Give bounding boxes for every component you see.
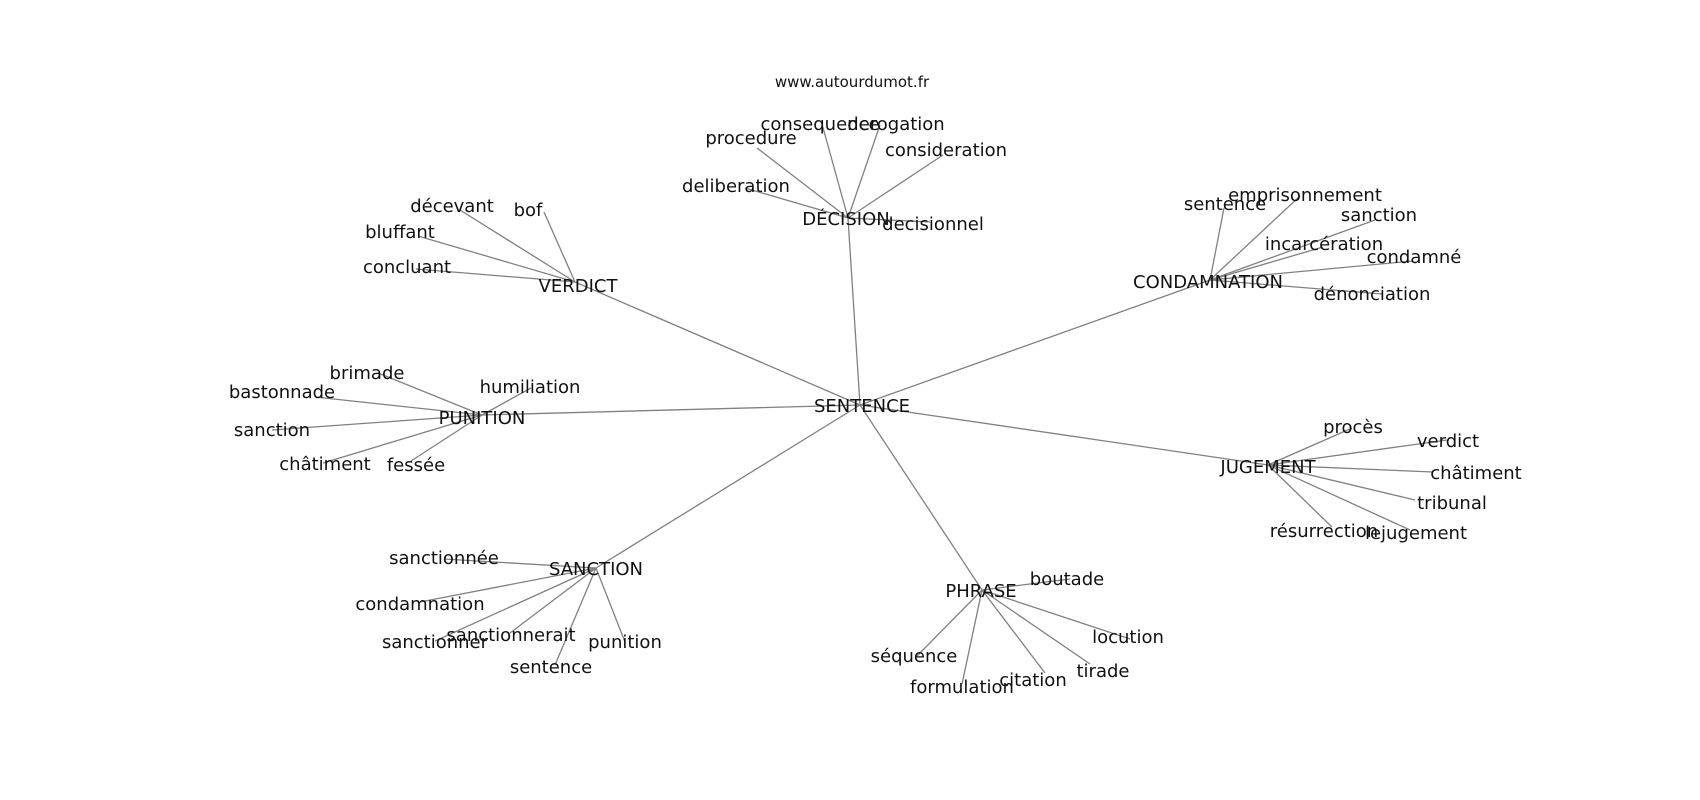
edge-verdict-bof bbox=[543, 211, 576, 283]
hub-node-punition: PUNITION bbox=[439, 408, 526, 429]
word-node-decisionnel: decisionnel bbox=[882, 214, 984, 235]
word-node-citation: citation bbox=[999, 670, 1066, 691]
edge-verdict-bluffant bbox=[417, 235, 576, 283]
word-node-condamne: condamné bbox=[1367, 247, 1462, 268]
center-node-label: SENTENCE bbox=[814, 396, 910, 417]
word-node-derogation: derogation bbox=[847, 114, 944, 135]
word-node-decevant: décevant bbox=[410, 196, 494, 217]
edge-phrase-locution bbox=[981, 589, 1131, 640]
edge-sanction-sanctionnee bbox=[443, 558, 597, 569]
edge-sentence-punition bbox=[481, 404, 861, 416]
hub-node-decision: DÉCISION bbox=[802, 208, 889, 230]
word-node-consequence: consequence bbox=[760, 114, 879, 135]
hub-node-condamnation: CONDAMNATION bbox=[1133, 272, 1283, 293]
edge-decision-procedure bbox=[756, 147, 849, 219]
edge-decision-decisionnel bbox=[847, 217, 931, 223]
edge-sanction-sanctionner bbox=[434, 567, 597, 642]
edge-phrase-sequence bbox=[916, 589, 983, 657]
word-node-lejugement: lejugement bbox=[1365, 523, 1467, 544]
word-node-condamnation: condamnation bbox=[355, 594, 484, 615]
word-node-chatiment: châtiment bbox=[1430, 463, 1521, 484]
edge-punition-fessee bbox=[410, 414, 483, 462]
edge-sanction-condamnation bbox=[419, 567, 597, 603]
edge-sentence-verdict bbox=[574, 281, 861, 406]
word-node-verdict: verdict bbox=[1417, 431, 1479, 452]
edge-condamnation-denonciation bbox=[1209, 279, 1383, 295]
edge-punition-brimade bbox=[377, 372, 483, 416]
edge-phrase-tirade bbox=[981, 589, 1091, 665]
word-node-locution: locution bbox=[1092, 627, 1164, 648]
edge-punition-chatiment bbox=[322, 414, 483, 464]
word-node-formulation: formulation bbox=[910, 677, 1014, 698]
edge-verdict-concluant bbox=[415, 268, 576, 283]
edge-punition-sanction bbox=[271, 414, 483, 431]
edge-condamnation-sentence bbox=[1209, 207, 1225, 281]
source-url: www.autourdumot.fr bbox=[775, 73, 930, 91]
word-node-bof: bof bbox=[514, 200, 543, 221]
word-node-sentence: sentence bbox=[510, 657, 592, 678]
word-node-sanctionnerait: sanctionnerait bbox=[446, 625, 575, 646]
edge-jugement-chatiment bbox=[1267, 464, 1434, 473]
edge-phrase-formulation bbox=[961, 589, 983, 685]
edge-jugement-lejugement bbox=[1267, 464, 1411, 531]
word-node-bastonnade: bastonnade bbox=[229, 382, 335, 403]
word-node-incarceration: incarcération bbox=[1265, 234, 1383, 255]
edge-sentence-jugement bbox=[859, 404, 1269, 466]
word-node-sanctionner: sanctionner bbox=[382, 632, 489, 653]
edge-condamnation-incarceration bbox=[1209, 246, 1324, 281]
word-node-humiliation: humiliation bbox=[480, 377, 581, 398]
word-node-chatiment: châtiment bbox=[279, 454, 370, 475]
word-node-sentence: sentence bbox=[1184, 194, 1266, 215]
word-node-boutade: boutade bbox=[1030, 569, 1104, 590]
edge-sanction-sanctionnerait bbox=[509, 567, 597, 634]
edge-condamnation-condamne bbox=[1209, 260, 1414, 281]
edge-condamnation-sanction bbox=[1209, 219, 1376, 281]
word-node-fessee: fessée bbox=[387, 455, 445, 476]
word-node-proces: procès bbox=[1323, 417, 1383, 438]
word-node-deliberation: deliberation bbox=[682, 176, 790, 197]
edge-decision-derogation bbox=[847, 124, 881, 219]
hub-node-verdict: VERDICT bbox=[539, 276, 619, 297]
edge-condamnation-emprisonnement bbox=[1209, 195, 1301, 281]
word-node-punition: punition bbox=[588, 632, 662, 653]
word-node-bluffant: bluffant bbox=[365, 222, 435, 243]
word-node-emprisonnement: emprisonnement bbox=[1228, 185, 1382, 206]
labels-layer: SENTENCE DÉCISION procedureconsequencedero… bbox=[229, 114, 1522, 698]
edge-decision-consequence bbox=[821, 123, 849, 219]
word-node-sanctionnee: sanctionnée bbox=[389, 548, 499, 569]
edge-sentence-phrase bbox=[859, 404, 983, 591]
edge-sentence-sanction bbox=[595, 404, 861, 569]
word-node-tirade: tirade bbox=[1077, 661, 1130, 682]
word-node-procedure: procedure bbox=[705, 128, 796, 149]
word-node-sequence: séquence bbox=[871, 646, 958, 667]
edge-punition-humiliation bbox=[481, 387, 532, 416]
word-node-consideration: consideration bbox=[885, 140, 1007, 161]
edge-sanction-sentence bbox=[554, 567, 597, 666]
edge-sentence-condamnation bbox=[859, 279, 1211, 406]
edge-sanction-punition bbox=[595, 567, 626, 643]
edge-jugement-tribunal bbox=[1267, 464, 1416, 501]
word-node-sanction: sanction bbox=[1341, 205, 1417, 226]
hub-node-phrase: PHRASE bbox=[945, 581, 1016, 602]
edge-jugement-resurrection bbox=[1267, 464, 1333, 528]
edge-sentence-decision bbox=[847, 217, 861, 406]
hub-node-jugement: JUGEMENT bbox=[1219, 457, 1316, 478]
edges-layer bbox=[271, 123, 1448, 685]
edge-verdict-decevant bbox=[459, 209, 576, 283]
word-node-denonciation: dénonciation bbox=[1314, 284, 1431, 305]
word-node-sanction: sanction bbox=[234, 420, 310, 441]
edge-phrase-boutade bbox=[981, 578, 1071, 591]
edge-jugement-proces bbox=[1267, 427, 1353, 466]
word-node-brimade: brimade bbox=[330, 363, 405, 384]
word-node-tribunal: tribunal bbox=[1417, 493, 1487, 514]
edge-punition-bastonnade bbox=[314, 396, 483, 416]
word-node-concluant: concluant bbox=[363, 257, 451, 278]
edge-decision-deliberation bbox=[744, 187, 849, 219]
edge-jugement-verdict bbox=[1267, 439, 1448, 466]
edge-decision-consideration bbox=[847, 154, 944, 219]
hub-node-sanction: SANCTION bbox=[549, 559, 643, 580]
edge-phrase-citation bbox=[981, 589, 1046, 674]
word-node-resurrection: résurrection bbox=[1270, 521, 1378, 542]
